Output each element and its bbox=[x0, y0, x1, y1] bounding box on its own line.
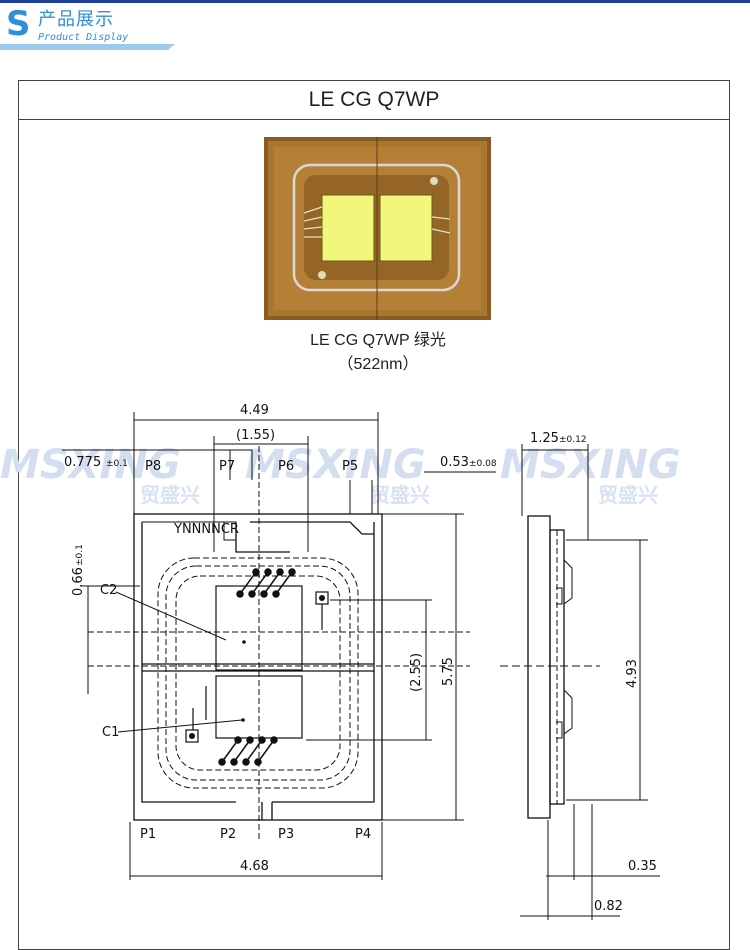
dim-thickness-tol: ±0.12 bbox=[559, 435, 587, 445]
dim-pad-vertical: 0.66 bbox=[71, 567, 86, 596]
header-logo-letter: S bbox=[6, 4, 31, 44]
watermark: MSXING MSXING MSXING 贸盛兴 贸盛兴 贸盛兴 bbox=[0, 442, 681, 507]
watermark-cn-2: 贸盛兴 bbox=[370, 483, 430, 507]
watermark-cn-3: 贸盛兴 bbox=[598, 483, 658, 507]
pin-label: P5 bbox=[342, 459, 358, 474]
product-caption: LE CG Q7WP 绿光 bbox=[310, 332, 446, 349]
pin-label: P1 bbox=[140, 827, 156, 842]
dim-offset-left-tol: ±0.1 bbox=[106, 459, 128, 469]
header-underline bbox=[0, 44, 175, 50]
dim-width-top: 4.49 bbox=[240, 403, 269, 418]
component-label-c2: C2 bbox=[100, 583, 117, 598]
dim-offset-right: 0.53 bbox=[440, 455, 469, 470]
dim-height: 5.75 bbox=[441, 657, 456, 686]
pin-label: P3 bbox=[278, 827, 294, 842]
product-title: LE CG Q7WP bbox=[18, 80, 730, 120]
dim-offset-right-tol: ±0.08 bbox=[469, 459, 497, 469]
side-view bbox=[500, 515, 600, 819]
dim-inner-top: (1.55) bbox=[236, 428, 275, 443]
top-view bbox=[133, 513, 383, 821]
pin-label: P8 bbox=[145, 459, 161, 474]
dim-thickness: 1.25 bbox=[530, 431, 559, 446]
dimension-drawing: MSXING MSXING MSXING 贸盛兴 贸盛兴 贸盛兴 bbox=[0, 403, 681, 920]
pin-label: P7 bbox=[219, 459, 235, 474]
dim-side-height: 4.93 bbox=[625, 659, 640, 688]
watermark-cn-1: 贸盛兴 bbox=[140, 483, 200, 507]
section-header: S 产品展示 Product Display bbox=[0, 3, 200, 55]
header-title-en: Product Display bbox=[38, 32, 129, 43]
dim-side-b: 0.82 bbox=[594, 899, 623, 914]
component-label-c1: C1 bbox=[102, 725, 119, 740]
top-rule bbox=[0, 0, 750, 3]
watermark-text-2: MSXING bbox=[245, 442, 426, 488]
header-title-cn: 产品展示 bbox=[38, 9, 114, 30]
dim-pad-vertical-tol: ±0.1 bbox=[75, 544, 85, 566]
pin-label: P4 bbox=[355, 827, 371, 842]
marking-code: YNNNNCR bbox=[173, 522, 239, 537]
dim-offset-left: 0.775 bbox=[64, 455, 101, 470]
pin-label: P6 bbox=[278, 459, 294, 474]
dim-gap-mid: (2.55) bbox=[409, 653, 424, 692]
dim-side-a: 0.35 bbox=[628, 859, 657, 874]
dim-width-bottom: 4.68 bbox=[240, 859, 269, 874]
watermark-text-3: MSXING bbox=[500, 442, 681, 488]
led-photo bbox=[264, 137, 491, 320]
pin-label: P2 bbox=[220, 827, 236, 842]
product-wavelength: （522nm） bbox=[337, 356, 419, 373]
